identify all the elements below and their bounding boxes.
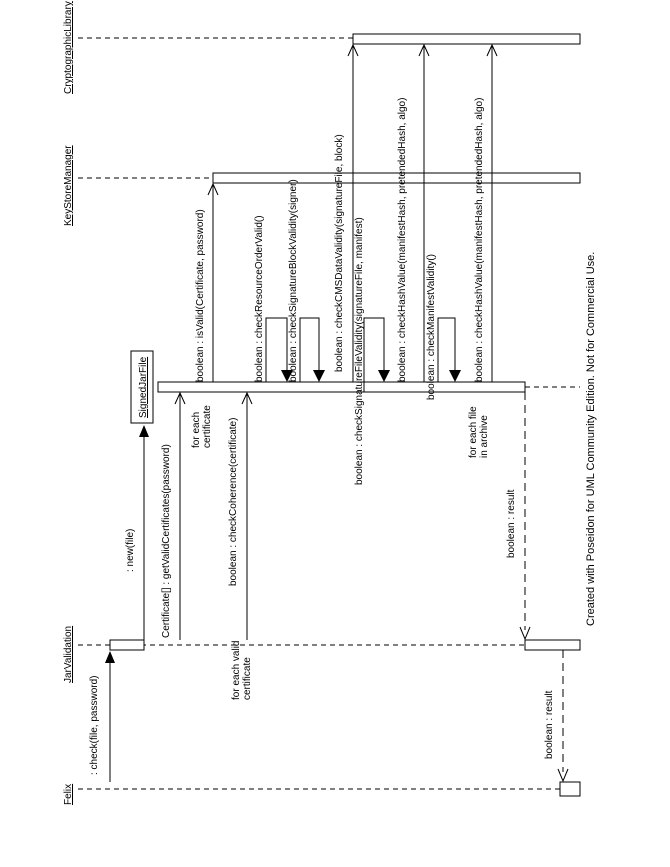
participant-signed-jar-file-box	[130, 350, 154, 424]
arrowhead-check-resource-order	[281, 370, 293, 382]
message-check-resource-order-label: boolean : checkResourceOrderValid()	[254, 215, 265, 382]
message-check-hash-1-label: boolean : checkHashValue(manifestHash, p…	[397, 98, 408, 382]
activation-jar-validation-1	[109, 639, 145, 651]
message-is-valid-label: boolean : isValid(Certificate, password)	[195, 209, 206, 382]
guard-each-valid-1: for each valid	[231, 641, 242, 700]
message-check-signature-block-label: boolean : checkSignatureBlockValidity(si…	[288, 179, 299, 382]
arrowhead-check-cms	[347, 43, 359, 57]
arrowhead-check-signature-block	[313, 370, 325, 382]
arrowhead-check-hash-2	[486, 43, 498, 57]
message-check-coherence-label: boolean : checkCoherence(certificate)	[228, 418, 239, 586]
message-check-signature-file-label: boolean : checkSignatureFileValidity(sig…	[354, 217, 365, 485]
arrowhead-check	[105, 651, 115, 663]
message-new-label: : new(file)	[125, 529, 136, 572]
arrowhead-get-valid-certificates	[174, 391, 186, 405]
guard-each-certificate-2: certificate	[202, 405, 213, 448]
message-check-manifest-line	[437, 317, 456, 382]
activation-felix	[559, 781, 581, 797]
arrowhead-check-manifest	[449, 370, 461, 382]
message-check-resource-order-line	[265, 317, 288, 382]
message-check-signature-block-line	[299, 317, 320, 382]
participant-felix: Felix	[63, 784, 74, 805]
message-check-manifest-label: boolean : checkManifestValidity()	[426, 254, 437, 400]
guard-each-certificate-1: for each	[191, 412, 202, 448]
guard-each-valid-2: certificate	[242, 657, 253, 700]
activation-signed-jar-file	[157, 381, 526, 393]
guard-each-file-1: for each file	[468, 406, 479, 458]
participant-cryptographic-library: CryptographicLibrary	[63, 1, 74, 94]
participant-signed-jar-file: SignedJarFile	[138, 356, 149, 418]
footer-credit: Created with Poseidon for UML Community …	[585, 252, 597, 626]
participant-jar-validation: JarValidation	[63, 626, 74, 683]
arrowhead-return-result-2	[557, 768, 569, 783]
arrowhead-new	[139, 425, 149, 437]
arrowhead-check-coherence	[241, 391, 253, 405]
participant-key-store-manager: KeyStoreManager	[63, 145, 74, 226]
arrowhead-is-valid	[207, 182, 219, 196]
message-check-hash-2-label: boolean : checkHashValue(manifestHash, p…	[474, 98, 485, 382]
message-check-label: : check(file, password)	[89, 676, 100, 775]
arrowhead-check-signature-file	[378, 370, 390, 382]
guard-each-file-2: in archive	[479, 415, 490, 458]
activation-key-store-manager	[212, 172, 581, 184]
message-get-valid-certificates-label: Certificate[] : getValidCertificates(pas…	[161, 444, 172, 638]
arrowhead-check-hash-1	[418, 43, 430, 57]
activation-jar-validation-2	[524, 639, 581, 651]
message-check-signature-file-line	[363, 317, 385, 392]
return-result-2-label: boolean : result	[544, 690, 555, 759]
activation-cryptographic-library	[352, 33, 581, 45]
arrowhead-return-result-1	[519, 626, 531, 641]
message-check-cms-label: boolean : checkCMSDataValidity(signature…	[334, 134, 345, 372]
return-result-1-label: boolean : result	[506, 489, 517, 558]
